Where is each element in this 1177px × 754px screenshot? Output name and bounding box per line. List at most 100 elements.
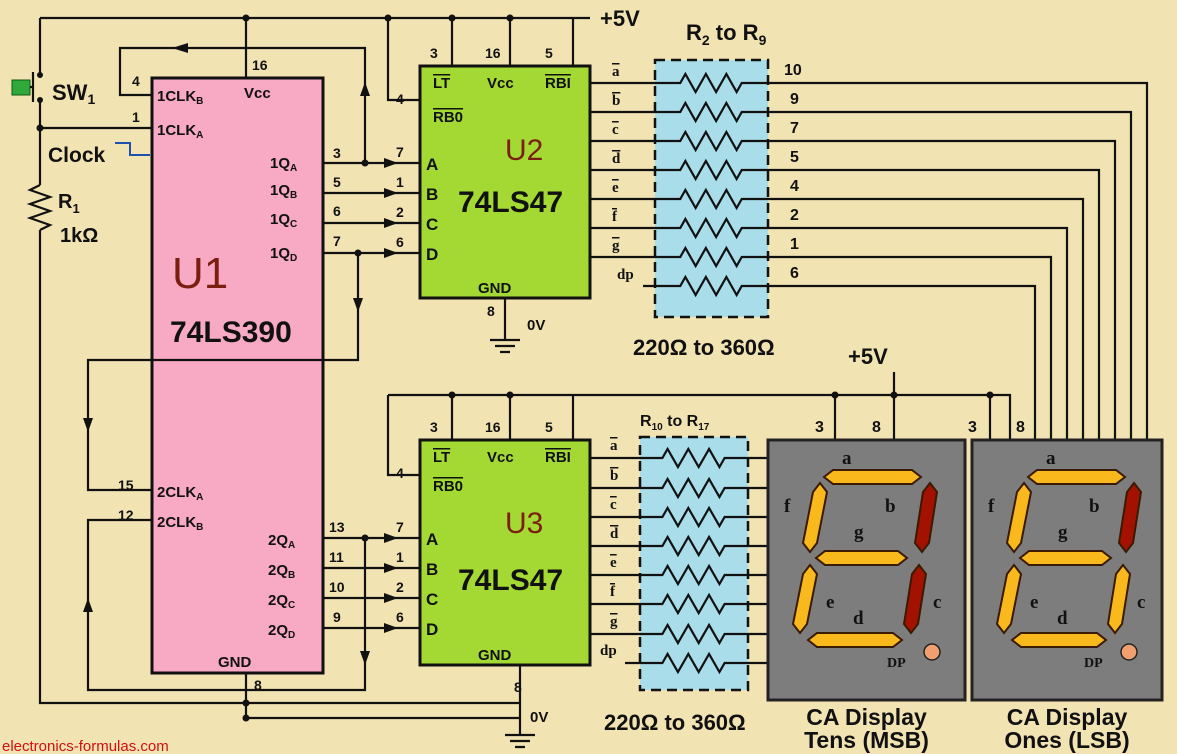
pin-label: 1CLKA (157, 122, 203, 141)
display-pin-number: 6 (790, 265, 799, 282)
pin-number: 1 (132, 109, 140, 125)
segment-label-e: e (1030, 592, 1038, 613)
pin-number: 2 (396, 204, 404, 220)
resistor (590, 505, 768, 529)
pin-number: 8 (254, 677, 262, 693)
segment-a (822, 469, 923, 485)
pin-number: 5 (545, 419, 553, 435)
pin-label: 2QD (268, 622, 295, 641)
segment-g (814, 550, 909, 566)
segment-output-label: dp (617, 267, 634, 283)
segment-a (1026, 469, 1127, 485)
u3-chip (418, 438, 592, 667)
segment-label-d: d (1057, 608, 1068, 629)
segment-label-c: c (1137, 592, 1145, 613)
display-pin-number: 2 (790, 207, 799, 224)
pin-number: 6 (396, 609, 404, 625)
watermark: electronics-formulas.com (2, 738, 169, 754)
decimal-point (923, 643, 941, 661)
resistor (590, 100, 1133, 440)
pin-label: LT (433, 75, 450, 92)
pin-label: RB0 (433, 478, 463, 495)
segment-output-label: c (612, 122, 619, 138)
u2-chip (418, 64, 592, 300)
pin-number: 3 (430, 45, 438, 61)
resistor (590, 622, 768, 646)
resistor (590, 245, 1053, 440)
display-subtitle: Tens (MSB) (804, 727, 929, 753)
segment-label-a: a (1046, 448, 1056, 469)
u1-name: U1 (172, 249, 228, 298)
input-label: C (426, 215, 438, 234)
segment-f (1005, 481, 1033, 554)
pin-number: 10 (329, 579, 345, 595)
display-pin-number: 8 (872, 419, 881, 436)
pin-label: 1CLKB (157, 88, 203, 107)
pin-number: 15 (118, 477, 134, 493)
resistor (590, 446, 768, 470)
segment-label-e: e (826, 592, 834, 613)
resistor-row-e: e (590, 555, 768, 587)
pin-number: 3 (430, 419, 438, 435)
display-pin-number: 3 (815, 419, 824, 436)
gnd-label: GND (478, 647, 512, 664)
pin-number: 8 (487, 303, 495, 319)
pin-number: 6 (396, 234, 404, 250)
resistor-bank-2 (638, 435, 750, 692)
junction-dots (36, 14, 994, 722)
segment-output-label: g (612, 238, 620, 254)
resistor (590, 592, 768, 616)
pin-number: 16 (485, 45, 501, 61)
bank1-title: R2 to R9 (686, 20, 767, 48)
pin-label: 1QA (270, 155, 297, 174)
pin-number: 16 (485, 419, 501, 435)
pin-label: Vcc (487, 449, 514, 466)
bank2-title: R10 to R17 (640, 413, 710, 433)
input-label: D (426, 245, 438, 264)
segment-b (1117, 481, 1143, 554)
input-label: B (426, 560, 438, 579)
pin-number: 7 (396, 144, 404, 160)
resistor (590, 158, 1101, 440)
pin-label: RBI (545, 75, 571, 92)
display-title: CA Display (806, 704, 927, 730)
segment-label-dp: DP (1084, 656, 1103, 671)
pin-number: 4 (396, 465, 404, 481)
pin-number: 16 (252, 57, 268, 73)
input-label: B (426, 185, 438, 204)
segment-label-d: d (853, 608, 864, 629)
clock-waveform-icon (115, 142, 150, 156)
resistor-row-c: c (590, 497, 768, 529)
u1-labels: 16 Vcc 4 1CLKB 1 1CLKA 1QA 1QB 1QC 1QD 3… (118, 57, 345, 693)
r1-value: 1kΩ (60, 225, 98, 247)
pin-number: 1 (396, 174, 404, 190)
segment-label-a: a (842, 448, 852, 469)
resistor-row-a: a (590, 438, 768, 470)
display-pin-number: 9 (790, 91, 799, 108)
display-subtitle: Ones (LSB) (1004, 727, 1129, 753)
segment-d (806, 632, 904, 648)
display-pin-number: 8 (1016, 419, 1025, 436)
input-label: D (426, 620, 438, 639)
clock-label: Clock (48, 144, 106, 167)
resistor (590, 187, 1085, 440)
segment-output-label: e (612, 180, 619, 196)
ground-icon (490, 338, 520, 354)
segment-output-label: f (612, 209, 618, 225)
sw1-label: SW1 (52, 80, 95, 107)
display-pin-number: 10 (784, 62, 802, 79)
resistor (590, 216, 1069, 440)
pin-label: Vcc (487, 75, 514, 92)
ground-icon (505, 733, 535, 749)
segment-output-label: g (610, 614, 618, 630)
decoders: 3LT16Vcc5RBI4RB07A1B2C6DU274LS47GND83LT1… (396, 45, 571, 695)
resistor (590, 71, 1149, 440)
pin-number: 4 (396, 91, 404, 107)
segment-d (1010, 632, 1108, 648)
pin-number: 13 (329, 519, 345, 535)
